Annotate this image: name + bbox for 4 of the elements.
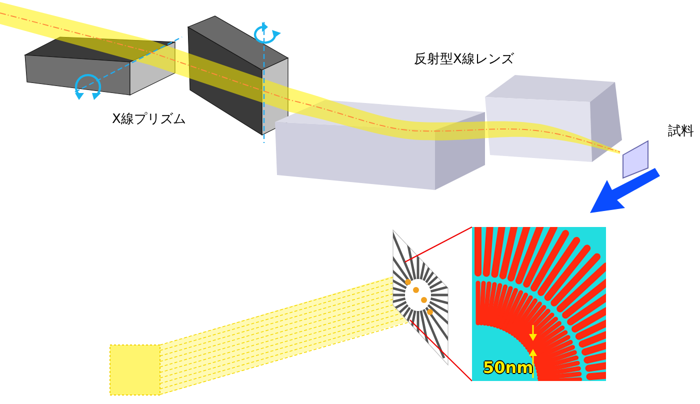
component-label: 反射型X線レンズ [414, 53, 514, 66]
scale-label: 50nm [483, 360, 534, 376]
component-label: 試料 [668, 125, 694, 138]
component-label: X線プリズム [112, 113, 186, 126]
